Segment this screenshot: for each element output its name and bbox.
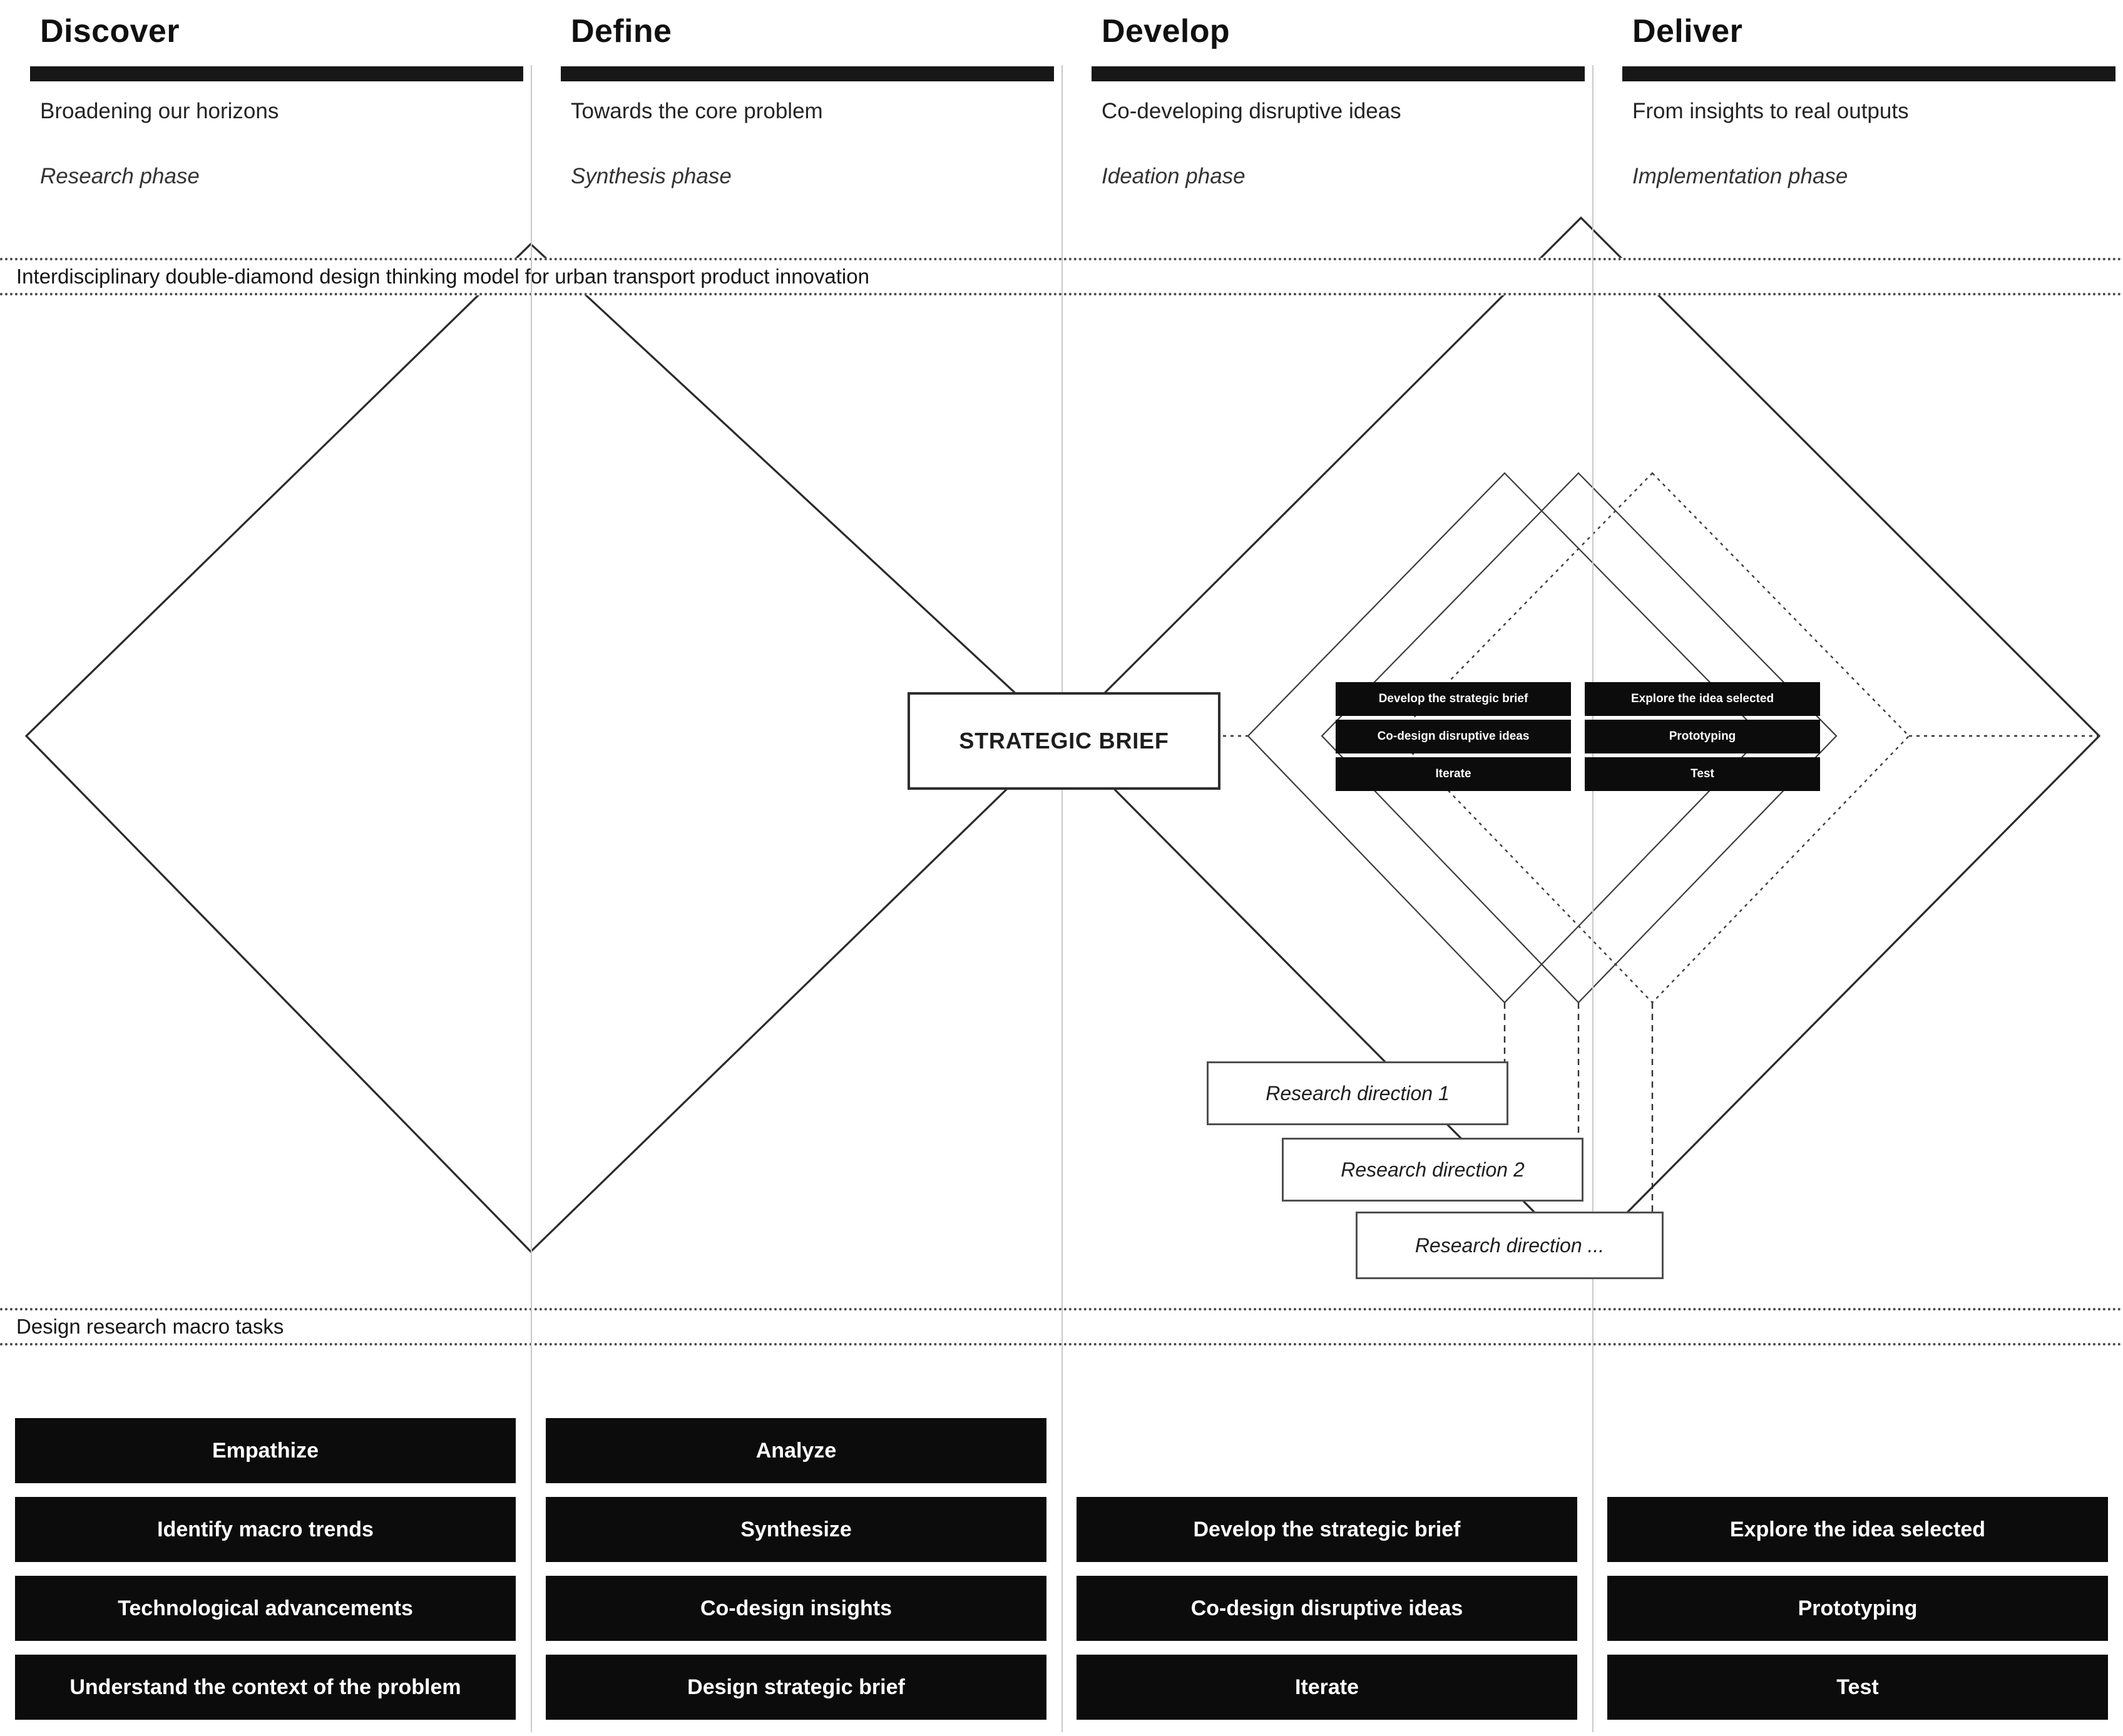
- macro-task-iterate: Iterate: [1077, 1655, 1577, 1720]
- macro-task-develop-brief: Develop the strategic brief: [1077, 1497, 1577, 1562]
- phase-bar-deliver: [1622, 66, 2115, 81]
- macro-task-analyze: Analyze: [546, 1418, 1046, 1483]
- phase-subtitle-deliver: From insights to real outputs: [1632, 99, 1909, 123]
- research-direction-2-box: Research direction 2: [1282, 1138, 1583, 1202]
- strategic-brief-box: STRATEGIC BRIEF: [908, 692, 1220, 790]
- macro-task-codesign-insights: Co-design insights: [546, 1576, 1046, 1641]
- research-direction-more-box: Research direction ...: [1356, 1212, 1664, 1279]
- phase-bar-develop: [1092, 66, 1585, 81]
- macro-tasks-label: Design research macro tasks: [16, 1315, 284, 1338]
- phase-title-define: Define: [571, 13, 672, 49]
- phase-title-discover: Discover: [40, 13, 180, 49]
- macro-task-tech-advancements: Technological advancements: [15, 1576, 516, 1641]
- phase-subtitle-discover: Broadening our horizons: [40, 99, 279, 123]
- phase-title-develop: Develop: [1102, 13, 1230, 49]
- micro-task-prototyping: Prototyping: [1585, 720, 1820, 753]
- macro-task-codesign-disruptive: Co-design disruptive ideas: [1077, 1576, 1577, 1641]
- phase-name-implementation: Implementation phase: [1632, 164, 1848, 188]
- big-diamond-discover-define: [24, 242, 1063, 1253]
- research-direction-1-box: Research direction 1: [1207, 1061, 1508, 1125]
- phase-name-ideation: Ideation phase: [1102, 164, 1246, 188]
- phase-bar-define: [561, 66, 1054, 81]
- column-divider-3: [1592, 65, 1594, 1732]
- model-label: Interdisciplinary double-diamond design …: [16, 265, 869, 288]
- micro-task-codesign-ideas: Co-design disruptive ideas: [1336, 720, 1571, 753]
- micro-task-develop-brief: Develop the strategic brief: [1336, 682, 1571, 716]
- macro-task-design-brief: Design strategic brief: [546, 1655, 1046, 1720]
- column-divider-1: [531, 65, 532, 1732]
- phase-title-deliver: Deliver: [1632, 13, 1743, 49]
- macro-task-understand-context: Understand the context of the problem: [15, 1655, 516, 1720]
- phase-subtitle-define: Towards the core problem: [571, 99, 823, 123]
- phase-bar-discover: [30, 66, 523, 81]
- micro-task-test: Test: [1585, 757, 1820, 791]
- macro-task-test: Test: [1607, 1655, 2108, 1720]
- macro-task-empathize: Empathize: [15, 1418, 516, 1483]
- macro-task-prototyping: Prototyping: [1607, 1576, 2108, 1641]
- macro-task-synthesize: Synthesize: [546, 1497, 1046, 1562]
- macro-task-explore-idea: Explore the idea selected: [1607, 1497, 2108, 1562]
- micro-task-iterate: Iterate: [1336, 757, 1571, 791]
- macro-task-identify-trends: Identify macro trends: [15, 1497, 516, 1562]
- column-divider-2: [1062, 65, 1063, 1732]
- strategic-brief-label: STRATEGIC BRIEF: [959, 728, 1169, 753]
- phase-subtitle-develop: Co-developing disruptive ideas: [1102, 99, 1401, 123]
- phase-name-synthesis: Synthesis phase: [571, 164, 732, 188]
- micro-task-explore-idea: Explore the idea selected: [1585, 682, 1820, 716]
- phase-name-research: Research phase: [40, 164, 200, 188]
